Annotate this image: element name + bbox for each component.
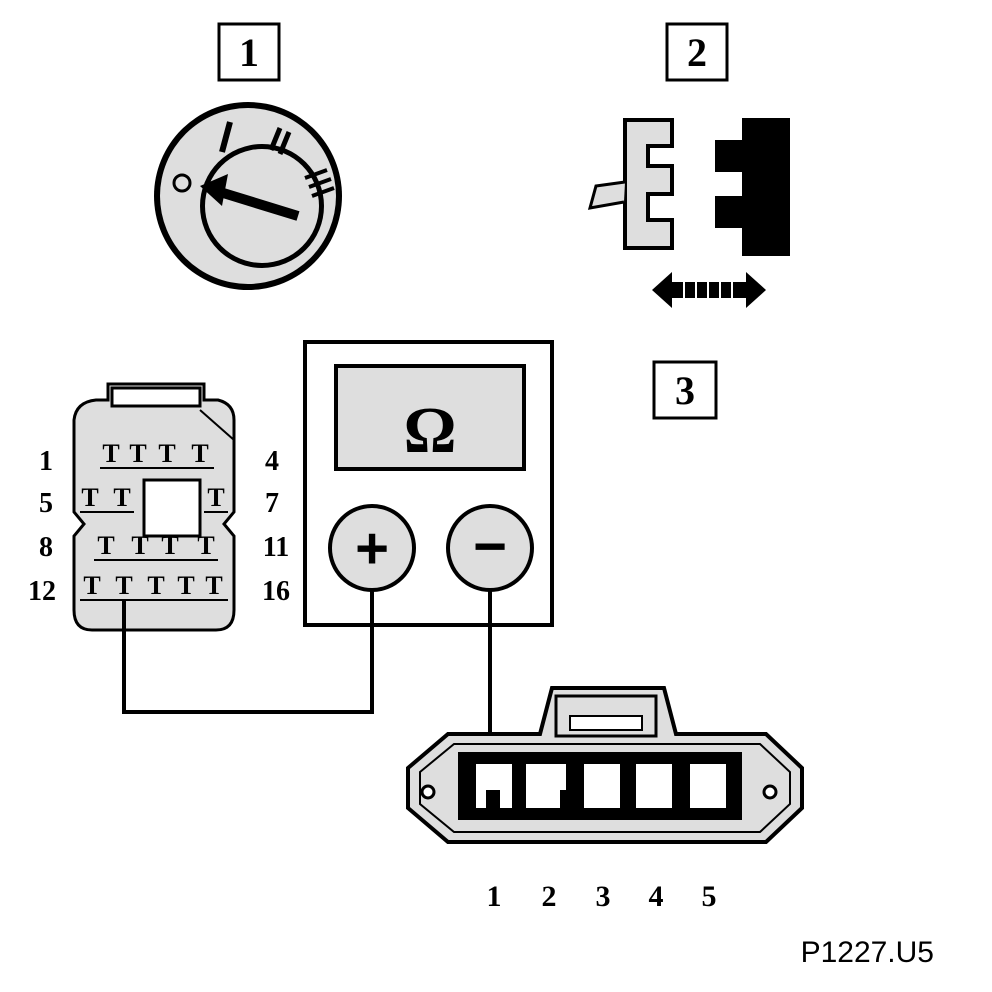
arrow-head-icon	[200, 174, 228, 206]
pin-terminal: T	[97, 531, 114, 560]
connector-latch	[587, 180, 626, 210]
plus-terminal: +	[328, 504, 416, 592]
pin-terminal: T	[207, 483, 224, 512]
double-arrow-icon	[652, 272, 766, 308]
pin-cavity-2	[526, 764, 566, 808]
pin-label-4: 4	[265, 446, 279, 477]
pin-terminal: T	[205, 571, 222, 600]
pin-label-12: 12	[28, 576, 56, 607]
connector-disconnect-icon	[587, 118, 790, 308]
pin-terminal: T	[129, 439, 146, 468]
plus-label: +	[355, 516, 389, 581]
position-iii-mark	[304, 168, 335, 198]
mounting-hole-icon	[420, 784, 436, 800]
pin-terminal: T	[177, 571, 194, 600]
step-1-box: 1	[217, 22, 281, 82]
pin-cavity-5	[690, 764, 726, 808]
pin-terminal: T	[102, 439, 119, 468]
pin-label-16: 16	[262, 576, 290, 607]
figure-code: P1227.U5	[801, 936, 934, 969]
pin-label-7: 7	[265, 488, 279, 519]
ohmmeter-display	[334, 364, 526, 471]
pin-row-3: T T T T	[94, 531, 218, 561]
key-pointer	[218, 187, 300, 221]
step-2-label: 2	[687, 30, 707, 75]
position-i-mark	[219, 121, 233, 153]
connector-16pin: T T T T T T T T T T T T T T T T	[28, 382, 290, 632]
pin-row-2: T T T	[80, 483, 228, 513]
pin-terminal: T	[131, 531, 148, 560]
minus-label: −	[473, 514, 507, 579]
step-2-box: 2	[665, 22, 729, 82]
pin-terminal: T	[113, 483, 130, 512]
step-3-label: 3	[675, 368, 695, 413]
pin-label-5: 5	[39, 488, 53, 519]
pin-terminal: T	[161, 531, 178, 560]
positive-test-lead	[122, 590, 374, 714]
pin-terminal: T	[115, 571, 132, 600]
connector-5pin: 1 2 3 4 5	[406, 686, 804, 913]
pin-row-1: T T T T	[100, 439, 214, 469]
connector-half-socket	[715, 118, 790, 256]
pin-row-4: T T T T T	[80, 571, 228, 601]
ohm-symbol: Ω	[404, 394, 457, 467]
pin-label-1: 1	[487, 880, 502, 913]
pin-label-5: 5	[702, 880, 717, 913]
minus-terminal: −	[446, 504, 534, 592]
ignition-key-switch-icon	[154, 102, 342, 290]
pin-terminal: T	[191, 439, 208, 468]
pin-terminal: T	[197, 531, 214, 560]
pin-label-3: 3	[596, 880, 611, 913]
connector-16pin-key	[142, 478, 202, 538]
mounting-hole-icon	[762, 784, 778, 800]
step-1-label: 1	[239, 30, 259, 75]
ohmmeter: Ω + −	[303, 340, 554, 627]
step-3-box: 3	[652, 360, 718, 420]
pin-label-11: 11	[263, 532, 289, 563]
pin-label-2: 2	[542, 880, 557, 913]
pin-label-8: 8	[39, 532, 53, 563]
pin-terminal: T	[147, 571, 164, 600]
position-off-mark	[172, 173, 192, 193]
position-ii-mark	[268, 127, 292, 155]
connector-half-plug	[623, 118, 674, 250]
pin-terminal: T	[158, 439, 175, 468]
pin-label-4: 4	[649, 880, 664, 913]
pin-cavity-4	[636, 764, 672, 808]
pin-terminal: T	[81, 483, 98, 512]
pin-terminal: T	[83, 571, 100, 600]
pin-cavity-3	[584, 764, 620, 808]
connector-16pin-latch	[110, 386, 202, 408]
pin-label-1: 1	[39, 446, 53, 477]
